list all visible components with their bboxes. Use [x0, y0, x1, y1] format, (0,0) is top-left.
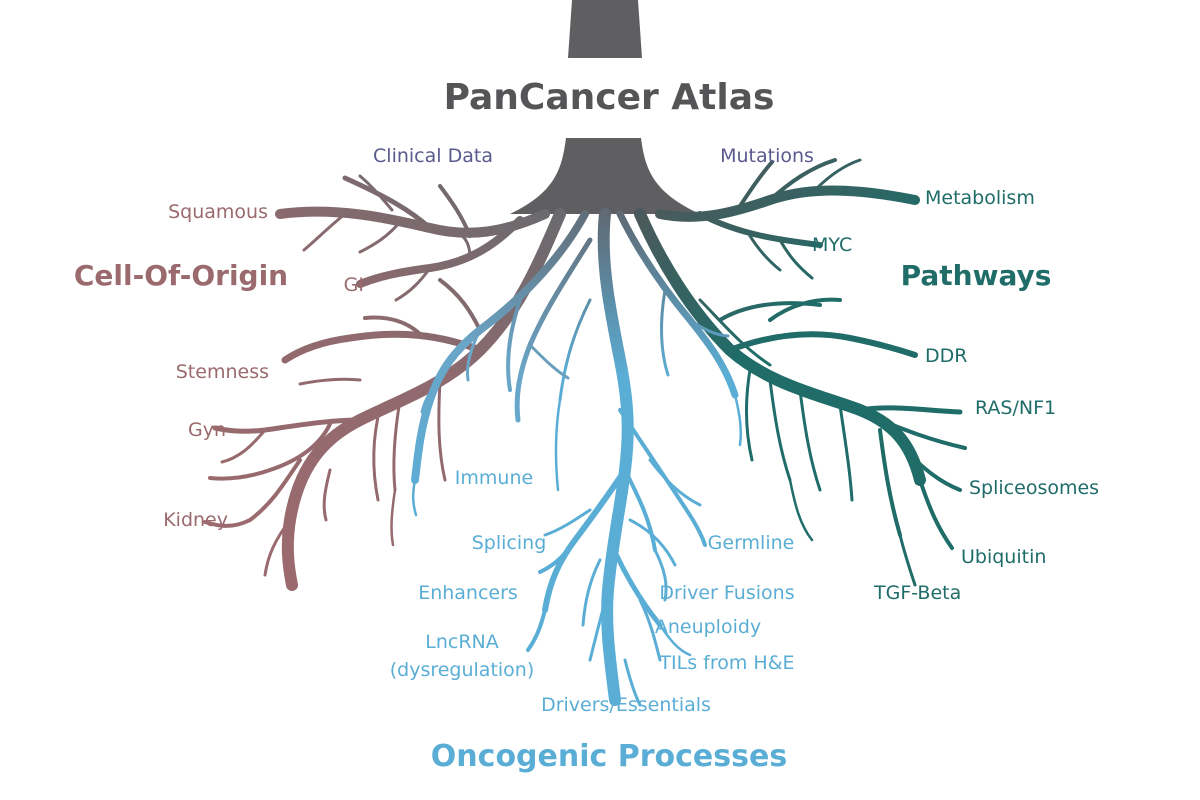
- label-driver-fusions: Driver Fusions: [659, 582, 795, 604]
- label-stemness: Stemness: [175, 361, 269, 383]
- roots-pathways: [634, 158, 967, 587]
- label-metabolism: Metabolism: [925, 187, 1035, 209]
- group-cell-of-origin: Cell-Of-Origin: [73, 259, 289, 292]
- group-oncogenic-processes: Oncogenic Processes: [430, 739, 788, 774]
- label-mutations: Mutations: [720, 145, 814, 167]
- label-aneuploidy: Aneuploidy: [654, 616, 762, 638]
- label-tils-from-he: TILs from H&E: [659, 652, 795, 674]
- label-drivers-essentials: Drivers/Essentials: [541, 694, 711, 716]
- label-kidney: Kidney: [163, 509, 228, 531]
- label-splicing: Splicing: [471, 532, 547, 554]
- label-germline: Germline: [707, 532, 795, 554]
- label-ras-nf1: RAS/NF1: [975, 397, 1057, 419]
- label-enhancers: Enhancers: [418, 582, 518, 604]
- roots-oncogenic: [526, 208, 707, 707]
- label-gyn: Gyn: [187, 419, 226, 441]
- label-ddr: DDR: [925, 345, 968, 367]
- roots-oncogenic-right: [616, 210, 743, 447]
- label-immune: Immune: [454, 467, 534, 489]
- label-spliceosomes: Spliceosomes: [969, 477, 1100, 499]
- trunk-base: [510, 138, 700, 214]
- label-ubiquitin: Ubiquitin: [961, 546, 1047, 568]
- label-clinical-data: Clinical Data: [373, 145, 493, 167]
- label-lncrna: LncRNA: [425, 631, 499, 653]
- roots-oncogenic-left: [411, 210, 593, 517]
- page-title: PanCancer Atlas: [443, 77, 775, 118]
- label-squamous: Squamous: [168, 201, 268, 223]
- group-pathways: Pathways: [900, 259, 1052, 292]
- label-myc: MYC: [812, 234, 853, 256]
- label-dysregulation: (dysregulation): [389, 659, 535, 681]
- label-gi: GI: [343, 274, 364, 296]
- label-tgf-beta: TGF-Beta: [874, 582, 962, 604]
- trunk-top: [568, 0, 642, 58]
